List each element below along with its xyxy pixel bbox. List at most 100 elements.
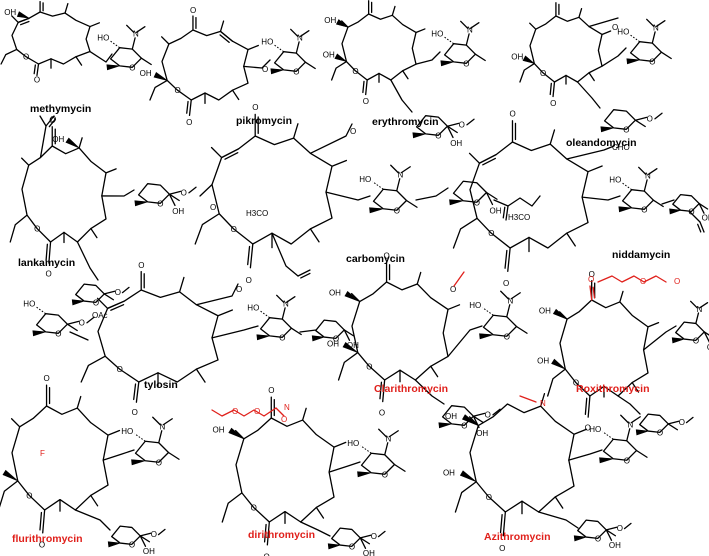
hydroxyl-label: OH <box>511 53 523 62</box>
carbonyl-oxygen: O <box>363 97 369 106</box>
compound-oleandomycin: O O O OH O O N HO O O <box>511 0 672 134</box>
ketone-oxygen: O <box>268 386 274 395</box>
ring-oxygen: O <box>382 470 388 479</box>
ring-oxygen: O <box>474 198 480 207</box>
ketone-oxygen: O <box>49 116 55 125</box>
hydroxyl-label: OH <box>212 426 224 435</box>
ring-oxygen: O <box>649 57 655 66</box>
ring-oxygen: O <box>595 534 601 543</box>
compound-carbomycin: O O O O H3CO O O N HO O OH <box>194 103 541 285</box>
ring-oxygen: O <box>333 334 339 343</box>
hydroxyl-label: HO <box>247 304 259 313</box>
hydroxyl-label: OH <box>490 207 502 216</box>
ring-oxygen: O <box>463 59 469 68</box>
ring-oxygen: O <box>623 125 629 134</box>
hydroxyl-label: OH <box>539 306 551 315</box>
carbonyl-oxygen: O <box>379 408 385 417</box>
hydroxyl-label: HO <box>609 176 621 185</box>
methoxy-label: H3CO <box>508 213 530 222</box>
compound-name-pikromycin: pikromycin <box>236 115 292 127</box>
hydroxyl-label: HO <box>23 300 35 309</box>
ring-oxygen: O <box>366 362 372 371</box>
compound-name-dirithromycin: dirithromycin <box>248 529 315 541</box>
carbonyl-oxygen: O <box>34 76 40 85</box>
hydroxyl-label: OH <box>347 341 359 350</box>
oxazine-n: N <box>284 403 290 412</box>
methoxy-o: O <box>679 418 685 427</box>
methoxy-o: O <box>79 319 85 328</box>
ring-oxygen: O <box>504 332 510 341</box>
dimethylamino-n: N <box>398 170 404 179</box>
methoxy-o: O <box>459 121 465 130</box>
fluorine-label: F <box>40 449 45 458</box>
hydroxyl-label: OH <box>476 429 488 438</box>
hydroxyl-label: HO <box>261 38 273 47</box>
ring-oxygen: O <box>23 53 29 62</box>
carbonyl-oxygen: O <box>550 99 556 108</box>
hydroxyl-label: OH <box>327 340 339 349</box>
hydroxyl-label: OH <box>363 549 375 556</box>
ring-oxygen: O <box>394 206 400 215</box>
methoxy-o: O <box>371 532 377 541</box>
methoxy-label: H3CO <box>246 209 268 218</box>
hydroxyl-label: HO <box>347 439 359 448</box>
ring-oxygen: O <box>349 542 355 551</box>
glycoside-oxygen: O <box>262 65 268 74</box>
hydroxyl-label: OH <box>4 8 16 17</box>
hydroxyl-label: OH <box>143 547 155 556</box>
hydroxyl-label: OH <box>324 16 336 25</box>
hydroxyl-label: HO <box>359 175 371 184</box>
hydroxyl-label: HO <box>97 34 109 43</box>
hydroxyl-label: HO <box>589 425 601 434</box>
ketone-oxygen: O <box>138 261 144 270</box>
carbonyl-oxygen: O <box>263 552 269 556</box>
oxazine-o: O <box>281 415 287 424</box>
ring-oxygen: O <box>156 458 162 467</box>
acetate-oxygen: O <box>50 115 56 124</box>
carbonyl-oxygen: O <box>46 270 52 279</box>
dimethylamino-n: N <box>508 296 514 305</box>
ketone-oxygen: O <box>553 0 559 2</box>
ketone-oxygen: O <box>252 103 258 112</box>
ring-oxygen: O <box>231 225 237 234</box>
ring-oxygen: O <box>352 67 358 76</box>
compound-roxithromycin: OOOOHOHOOOONOHOO <box>537 270 709 437</box>
carbonyl-oxygen: O <box>499 544 505 553</box>
dimethylamino-n: N <box>160 422 166 431</box>
compound-name-carbomycin: carbomycin <box>346 253 405 265</box>
ketone-oxygen: O <box>509 110 515 119</box>
compound-name-niddamycin: niddamycin <box>612 249 670 261</box>
ring-oxygen: O <box>129 63 135 72</box>
ring-oxygen: O <box>540 69 546 78</box>
ring-oxygen: O <box>693 336 699 345</box>
compound-name-erythromycin: erythromycin <box>372 116 439 128</box>
dimethylamino-n: N <box>133 30 139 39</box>
compound-name-methymycin: methymycin <box>30 103 91 115</box>
ketone-oxygen: O <box>384 251 390 260</box>
dimethylamino-n: N <box>645 172 651 181</box>
compound-name-clarithromycin: Clarithromycin <box>374 383 448 395</box>
compound-name-azithromycin: Azithromycin <box>484 531 551 543</box>
methoxy-o: O <box>647 115 653 124</box>
hydroxyl-label: OH <box>609 541 621 550</box>
hydroxyl-label: OH <box>702 213 709 222</box>
hydroxyl-label: HO <box>617 28 629 37</box>
ether-oxygen: O <box>232 407 238 416</box>
ring-oxygen: O <box>129 540 135 549</box>
hydroxyl-label: OH <box>52 135 64 144</box>
ketone-oxygen: O <box>190 6 196 15</box>
carbonyl-oxygen: O <box>132 408 138 417</box>
compound-name-flurithromycin: flurithromycin <box>12 533 83 545</box>
dimethylamino-n: N <box>653 24 659 33</box>
compound-dirithromycin: OOOOHOONOONHOOOHO <box>211 386 406 556</box>
aldehyde-oxygen: O <box>236 285 242 294</box>
ring-oxygen: O <box>157 199 163 208</box>
ring-oxygen: O <box>688 207 694 216</box>
compound-flurithromycin: OOOOHFONHOOOHO <box>0 374 180 556</box>
dimethylamino-n: N <box>283 300 289 309</box>
methoxy-o: O <box>485 411 491 420</box>
carbonyl-oxygen: O <box>503 279 509 288</box>
